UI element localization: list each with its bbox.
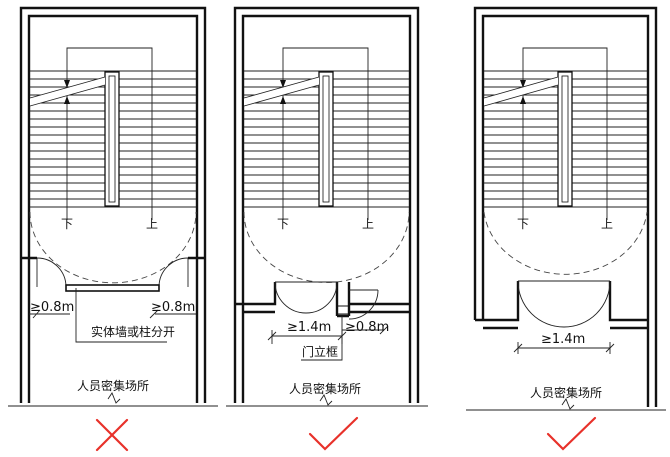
panel-1: 下 上 ≥0.8m ≥0.8m 实体墙或柱分开 人员密集场所 (8, 6, 218, 452)
panel-3-dim-left: ≥1.4m (541, 332, 585, 347)
panel-2-dim-right: ≥0.8m (345, 320, 389, 335)
panel-3-check-mark-icon (546, 416, 597, 451)
panel-3-area-label: 人员密集场所 (530, 385, 602, 400)
panel-2-walls (233, 6, 420, 406)
panel-3-clearance-arc (483, 211, 648, 275)
panel-1-dim-left: ≥0.8m (30, 300, 74, 315)
panel-1-solid-wall (65, 284, 160, 292)
panel-1-stair-down-label: 下 (61, 217, 73, 231)
panel-3: 下 上 ≥1.4m 人员密集场所 (466, 6, 666, 451)
panel-1-walk-line (66, 47, 153, 220)
panel-2-check-mark-icon (308, 416, 359, 451)
panel-2-stair-up-label: 上 (362, 217, 374, 231)
panel-2-walk-line (282, 47, 369, 220)
panel-2-clearance-arc (243, 211, 410, 283)
panel-1-note: 实体墙或柱分开 (91, 324, 175, 339)
panel-1-area-label: 人员密集场所 (77, 378, 149, 393)
panel-1-handrail (104, 71, 120, 207)
panel-2-dim-left: ≥1.4m (287, 320, 331, 335)
panel-3-walls (473, 6, 658, 410)
panel-1-clearance-arc (29, 211, 197, 284)
panel-2-handrail (318, 71, 334, 207)
panel-2-area-label: 人员密集场所 (289, 381, 361, 396)
panel-2-stair-down-label: 下 (277, 217, 289, 231)
panel-1-dim-right: ≥0.8m (151, 300, 195, 315)
panel-2-door-frame (336, 305, 350, 315)
panel-3-stair-up-label: 上 (601, 217, 613, 231)
panel-1-stair-up-label: 上 (146, 217, 158, 231)
panel-3-handrail (557, 71, 573, 207)
panel-1-cross-mark-icon (95, 418, 129, 452)
panel-1-walls (19, 6, 207, 406)
panel-3-walk-line (522, 47, 608, 220)
panel-2: 下 上 ≥1.4m ≥0.8m 门立框 人员密集场所 (226, 6, 428, 451)
panel-3-stair-down-label: 下 (517, 217, 529, 231)
panel-2-note: 门立框 (302, 344, 338, 359)
